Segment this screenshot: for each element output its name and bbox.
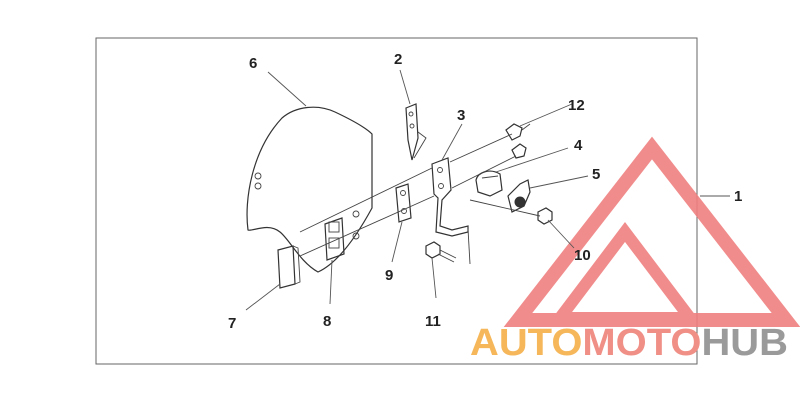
watermark-hub: HUB <box>701 322 788 364</box>
nut-part <box>537 207 553 225</box>
watermark-logo-icon <box>503 136 800 327</box>
callout-4: 4 <box>574 137 583 154</box>
hook-bracket-part <box>405 103 427 161</box>
assembly-lines <box>299 133 541 265</box>
callout-10: 10 <box>574 247 591 264</box>
callout-8: 8 <box>323 313 331 330</box>
callout-11: 11 <box>425 313 441 330</box>
callout-3: 3 <box>457 107 465 124</box>
callout-5: 5 <box>592 166 600 183</box>
mounting-stay-part <box>431 157 469 237</box>
bolt-pair-part <box>505 123 531 159</box>
bolt-part <box>425 241 457 263</box>
clamp-bracket-part <box>507 179 531 213</box>
leader-lines <box>245 69 730 311</box>
watermark-auto: AUTO <box>470 322 582 364</box>
callout-6: 6 <box>249 55 257 72</box>
callout-7: 7 <box>228 315 236 332</box>
spacer-plate-part <box>395 183 412 223</box>
rubber-pad-part <box>277 245 301 289</box>
callout-2: 2 <box>394 51 402 68</box>
clamp-part <box>475 170 503 197</box>
windscreen-part <box>246 106 373 273</box>
callout-9: 9 <box>385 267 393 284</box>
watermark-moto: MOTO <box>582 322 701 364</box>
callout-1: 1 <box>734 188 742 205</box>
callout-12: 12 <box>568 97 585 114</box>
